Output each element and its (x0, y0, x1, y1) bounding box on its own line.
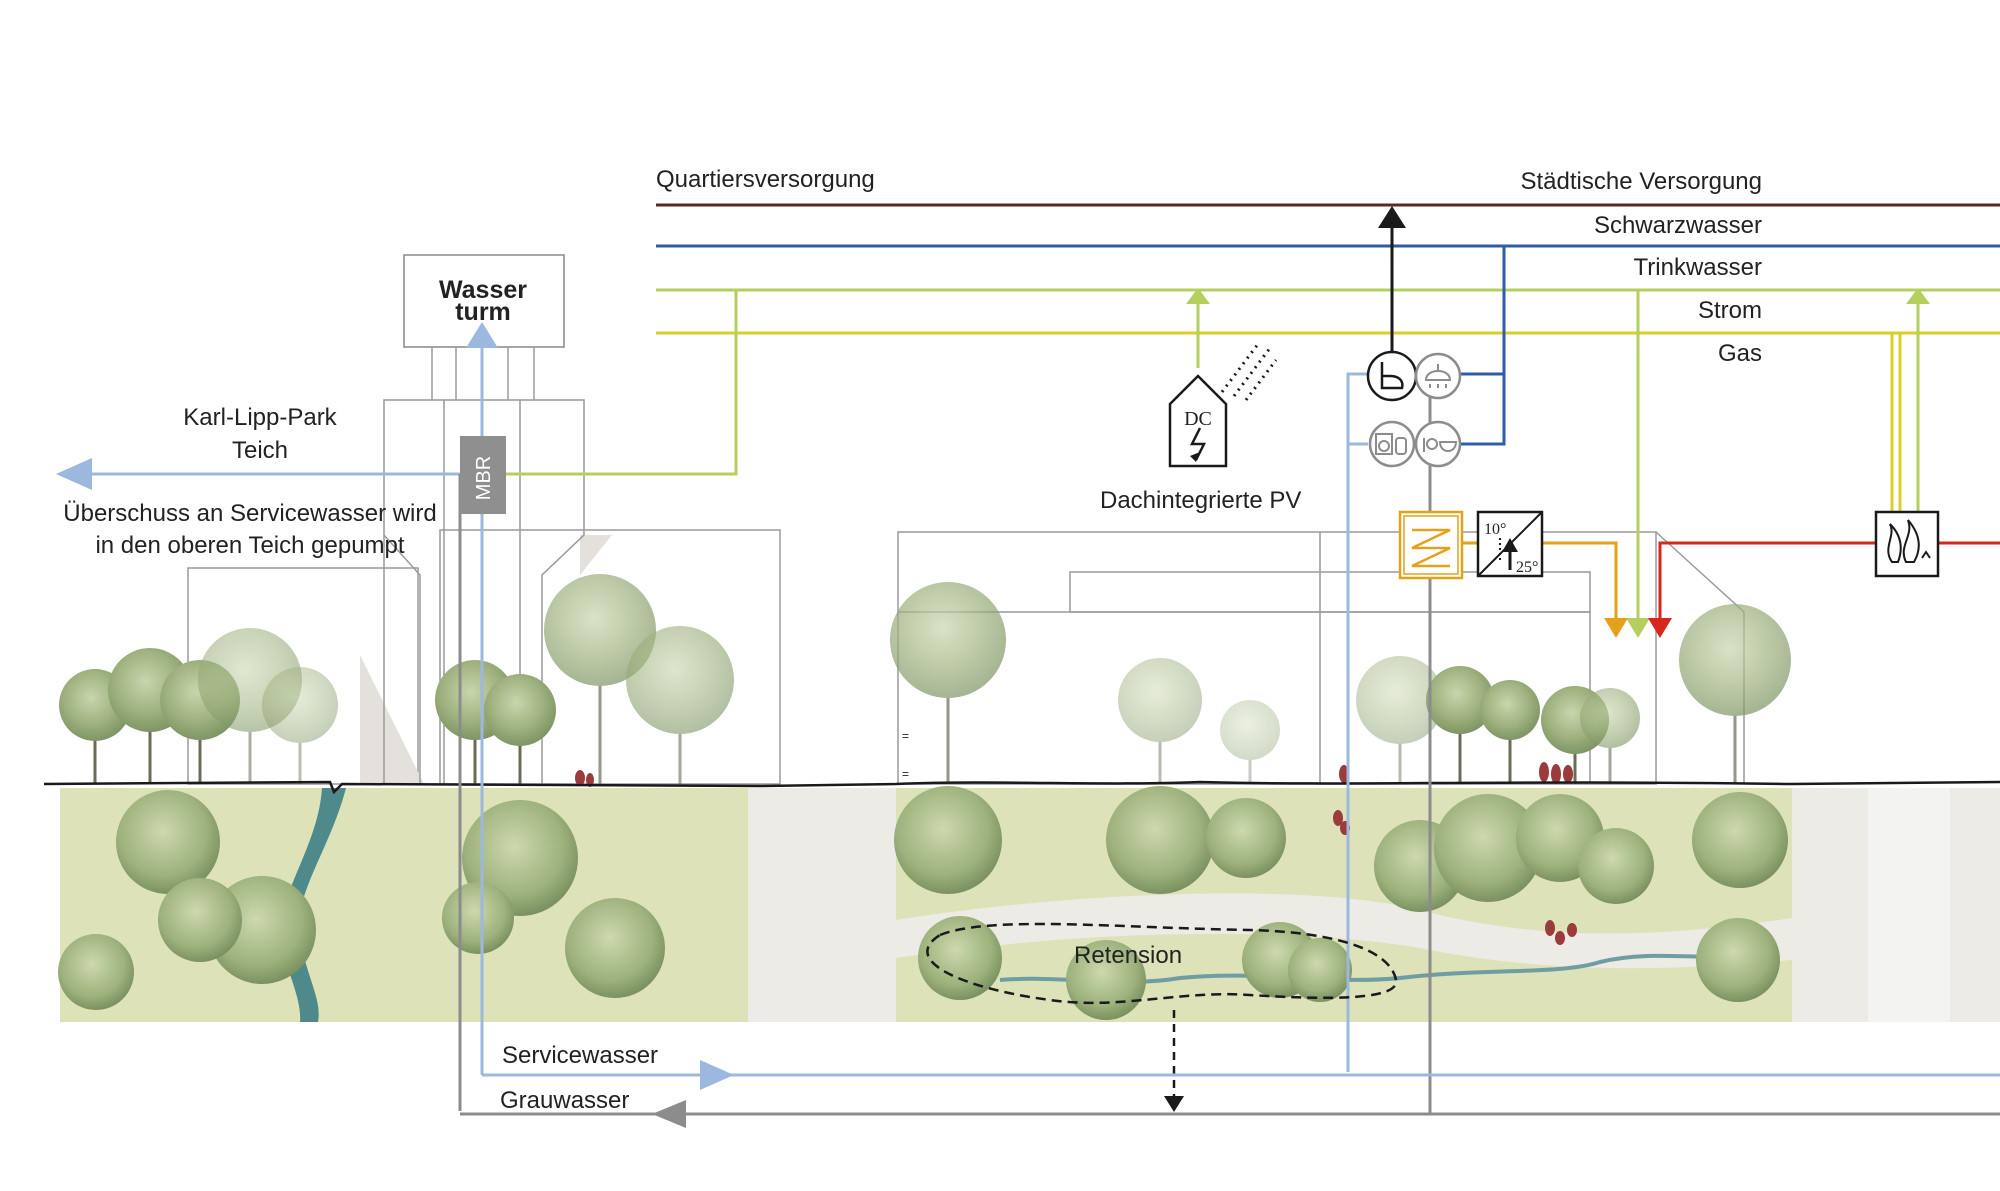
fixtures-blackwater-link (1460, 246, 1506, 376)
dishwasher-sink-icon (1414, 420, 1462, 468)
plan-bush (1578, 828, 1654, 904)
mbr-trinkwasser-link (506, 290, 738, 476)
section-trees (59, 574, 1791, 784)
sun-rays-icon (1220, 343, 1278, 401)
washing-machine-icon (1368, 420, 1416, 468)
quartier-label: Quartiersversorgung (656, 166, 875, 193)
pv-house-icon: DC (1168, 343, 1278, 468)
section-tree (890, 582, 1006, 784)
heat-pump-icon: 10° 25° (1476, 510, 1544, 578)
plaza-tile (1868, 788, 1950, 1022)
staedtisch-label: Städtische Versorgung (1521, 168, 1763, 195)
water-tower-body (383, 399, 585, 784)
mbr-unit: MBR (460, 436, 506, 514)
plan-bush (565, 898, 665, 998)
supply-lines (656, 203, 2000, 335)
plan-bush (894, 786, 1002, 894)
plan-bush (1696, 918, 1780, 1002)
plan-bush (1106, 786, 1214, 894)
plan-bush (1288, 938, 1352, 1002)
plan-bushes (58, 786, 1788, 1020)
section-tree (1356, 656, 1444, 784)
retention-area-outline (926, 922, 1398, 1005)
flow-connections (56, 206, 2000, 1128)
heating-link (1658, 541, 2000, 618)
figures-section (575, 762, 1573, 787)
surplus-label-1: Überschuss an Servicewasser wird (63, 500, 436, 527)
shower-icon (1414, 352, 1462, 400)
plan-bush (158, 878, 242, 962)
retention-label: Retension (1074, 942, 1182, 969)
plan-bush (1066, 940, 1146, 1020)
water-tower-label-1: Wasser (439, 276, 527, 304)
gas-label: Gas (1718, 340, 1762, 367)
pv-dc-label: DC (1184, 408, 1212, 430)
section-tree (1580, 688, 1640, 784)
section-tree (1426, 666, 1494, 784)
figures-plan (1333, 810, 1577, 945)
strom-label: Strom (1698, 297, 1762, 324)
section-tree (484, 674, 556, 784)
pond-label-1: Karl-Lipp-Park (183, 404, 337, 431)
paved-area-left (748, 788, 896, 1022)
schwarzwasser-label: Schwarzwasser (1594, 212, 1762, 239)
toilet-icon (1366, 350, 1418, 402)
plan-bush (58, 934, 134, 1010)
heat-storage-icon (1398, 510, 1478, 580)
left-building-shadow (360, 655, 424, 784)
plan-bush (116, 790, 220, 894)
servicewasser-feed (1346, 372, 1370, 1072)
plan-bush (1434, 794, 1542, 902)
svg-text:=: = (902, 767, 909, 781)
warmwater-link (1540, 541, 1618, 618)
mbr-label: MBR (473, 456, 495, 500)
servicewasser-label: Servicewasser (502, 1042, 658, 1069)
section-tree (262, 667, 338, 784)
plan-bush (1692, 792, 1788, 888)
trinkwasser-label: Trinkwasser (1634, 254, 1762, 281)
grauwasser-label: Grauwasser (500, 1087, 629, 1114)
heat-pump-top-temp: 10° (1484, 521, 1506, 538)
surplus-label-2: in den oberen Teich gepumpt (95, 532, 404, 559)
section-tree (544, 574, 656, 784)
water-tower-label-2: turm (455, 298, 511, 326)
section-tree (1679, 604, 1791, 784)
plan-bush (442, 882, 514, 954)
gas-boiler-icon (1874, 510, 1940, 578)
section-tree (626, 626, 734, 784)
heat-pump-bottom-temp: 25° (1516, 559, 1538, 576)
svg-text:=: = (902, 729, 909, 743)
footpath (896, 893, 1792, 969)
section-tree (1220, 700, 1280, 784)
left-building-b (439, 529, 781, 785)
site-plan (58, 786, 2000, 1022)
plan-bush (1206, 798, 1286, 878)
ground-line (43, 780, 2000, 795)
right-building-inner (1069, 571, 1591, 613)
pond-label-2: Teich (232, 437, 288, 464)
section-tree (1118, 658, 1202, 784)
tower-shadow (580, 535, 612, 575)
pv-caption: Dachintegrierte PV (1100, 487, 1301, 514)
section-tree (1480, 680, 1540, 784)
